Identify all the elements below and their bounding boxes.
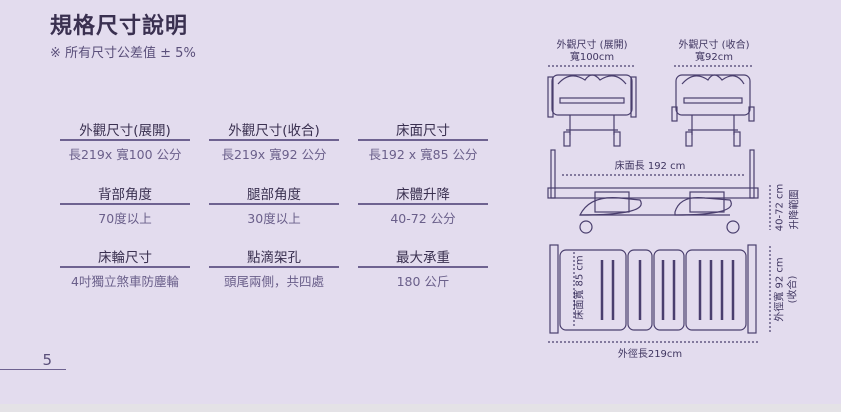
- spec-value: 長219x 寬100 公分: [68, 147, 182, 162]
- spec-label: 床輪尺寸: [60, 249, 190, 268]
- spec-closed-size: 外觀尺寸(收合) 長219x 寬92 公分: [209, 122, 339, 163]
- height-range: 40-72 cm: [774, 183, 786, 232]
- spec-casters: 床輪尺寸 4吋獨立煞車防塵輪: [60, 249, 190, 290]
- page-number: 5: [0, 351, 66, 370]
- closed-width: 寬92cm: [695, 52, 733, 63]
- spec-label: 腿部角度: [209, 186, 339, 205]
- spec-value: 30度以上: [247, 211, 301, 226]
- spec-label: 背部角度: [60, 186, 190, 205]
- spec-value: 頭尾兩側，共四處: [223, 274, 324, 289]
- surface-width: 床面寬 85 cm: [574, 255, 586, 320]
- page-title: 規格尺寸說明: [50, 14, 189, 39]
- open-title: 外觀尺寸 (展開): [556, 40, 628, 51]
- spec-label: 點滴架孔: [209, 249, 339, 268]
- spec-open-size: 外觀尺寸(展開) 長219x 寬100 公分: [60, 122, 190, 163]
- outer-width-note: (收合): [787, 275, 799, 304]
- spec-surface-size: 床面尺寸長192 x 寬85 公分: [358, 122, 488, 163]
- height-label: 升降範圍: [789, 189, 801, 230]
- spec-height: 床體升降 40-72 公分: [358, 186, 488, 227]
- spec-value: 4吋獨立煞車防塵輪: [71, 274, 179, 289]
- front-view-open: [547, 65, 637, 147]
- outer-length: 外徑長219cm: [617, 349, 683, 360]
- tolerance-note: ※ 所有尺寸公差值 ± 5%: [50, 46, 196, 61]
- open-width: 寬100cm: [569, 52, 615, 63]
- spec-value: 180 公斤: [396, 274, 450, 289]
- footer-strip: [0, 404, 841, 412]
- spec-value: 40-72 公分: [390, 211, 456, 226]
- spec-value: 長192 x 寬85 公分: [368, 147, 478, 162]
- surface-length: 床面長 192 cm: [614, 161, 686, 172]
- spec-back-angle: 背部角度 70度以上: [60, 186, 190, 227]
- bed-drawings: [547, 65, 771, 343]
- spec-label: 床體升降: [358, 186, 488, 205]
- spec-label: 最大承重: [358, 249, 488, 268]
- bed-dimension-diagram: 外觀尺寸 (展開) 寬100cm 外觀尺寸 (收合) 寬92cm 床面長 192…: [530, 20, 841, 360]
- spec-value: 70度以上: [98, 211, 152, 226]
- closed-title: 外觀尺寸 (收合): [678, 40, 750, 51]
- side-view: [547, 149, 771, 234]
- spec-leg-angle: 腿部角度 30度以上: [209, 186, 339, 227]
- spec-max-load: 最大承重 180 公斤: [358, 249, 488, 290]
- spec-label: 床面尺寸: [358, 122, 488, 141]
- spec-label: 外觀尺寸(展開): [60, 122, 190, 141]
- front-view-closed: [671, 65, 755, 147]
- spec-iv-holes: 點滴架孔頭尾兩側，共四處: [209, 249, 339, 290]
- spec-value: 長219x 寬92 公分: [221, 147, 327, 162]
- top-view: [548, 244, 771, 343]
- spec-label: 外觀尺寸(收合): [209, 122, 339, 141]
